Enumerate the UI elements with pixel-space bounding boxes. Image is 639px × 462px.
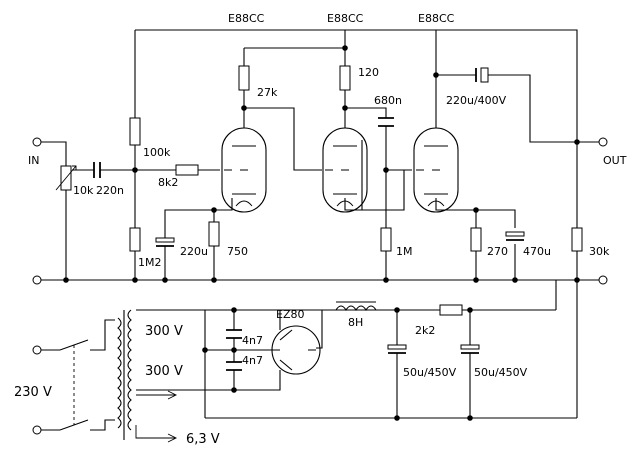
choke — [335, 301, 377, 312]
tube-v2 — [322, 127, 368, 213]
r-cathode3-label: 270 — [487, 245, 508, 258]
c-input-label: 220n — [96, 184, 124, 197]
secondary-hi-2-label: 300 V — [145, 364, 183, 379]
pot-label: 10k — [73, 184, 94, 197]
heater-label: 6,3 V — [186, 432, 220, 447]
r-bleed-label: 30k — [589, 245, 610, 258]
power-transformer — [117, 309, 132, 440]
tube-v2-label: E88CC — [327, 12, 364, 25]
c-snub2-label: 4n7 — [242, 354, 263, 367]
r-plate1-label: 27k — [257, 86, 278, 99]
r-grid-upper-label: 100k — [143, 146, 171, 159]
c-cathode1-label: 220u — [180, 245, 208, 258]
c-filter1-label: 50u/450V — [403, 366, 457, 379]
r-plate2-label: 120 — [358, 66, 379, 79]
wiring — [40, 29, 600, 443]
tube-v1-label: E88CC — [228, 12, 265, 25]
terminals — [32, 137, 608, 435]
r-grid3-label: 1M — [396, 245, 413, 258]
c-snub1-label: 4n7 — [242, 334, 263, 347]
tube-v3-label: E88CC — [418, 12, 455, 25]
rectifier-label: EZ80 — [276, 308, 304, 321]
c-coupling-label: 680n — [374, 94, 402, 107]
c-cathode3-label: 470u — [523, 245, 551, 258]
capacitors — [93, 67, 525, 371]
mains-label: 230 V — [14, 385, 52, 400]
r-grid-lower-label: 1M2 — [138, 256, 162, 269]
choke-label: 8H — [348, 316, 363, 329]
output-label: OUT — [603, 154, 627, 167]
input-label: IN — [28, 154, 39, 167]
c-filter2-label: 50u/450V — [474, 366, 528, 379]
rectifier-tube — [271, 325, 321, 375]
resistors — [55, 65, 583, 316]
secondary-hi-1-label: 300 V — [145, 324, 183, 339]
tube-v1 — [221, 127, 267, 213]
r-cathode1-label: 750 — [227, 245, 248, 258]
tube-v3 — [413, 127, 459, 213]
c-output-label: 220u/400V — [446, 94, 507, 107]
junction-dots — [63, 45, 580, 421]
r-series-grid-label: 8k2 — [158, 176, 178, 189]
r-filter-label: 2k2 — [415, 324, 435, 337]
